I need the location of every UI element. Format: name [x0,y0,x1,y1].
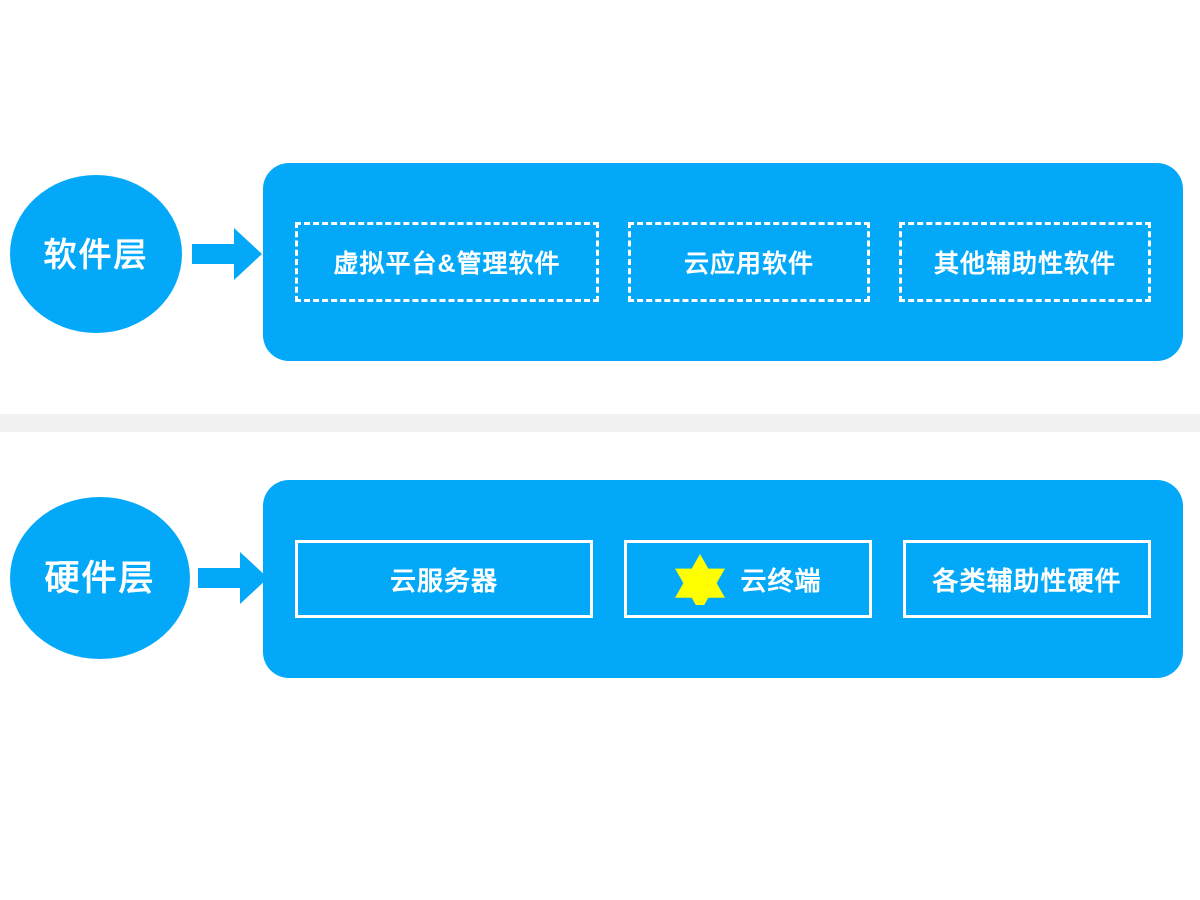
software-item-label-1: 虚拟平台&管理软件 [333,250,561,278]
right-arrow-icon [192,228,262,285]
software-item-box-1[interactable]: 虚拟平台&管理软件 [295,222,599,302]
hardware-item-label-3: 各类辅助性硬件 [932,565,1122,596]
software-item-label-3: 其他辅助性软件 [933,250,1116,278]
hardware-item-box-3[interactable]: 各类辅助性硬件 [903,540,1151,618]
hardware-layer-circle[interactable]: 硬件层 [10,497,190,659]
software-layer-panel: 虚拟平台&管理软件 云应用软件 其他辅助性软件 [263,163,1183,361]
hardware-layer-circle-label: 硬件层 [44,558,156,598]
hardware-item-label-1: 云服务器 [389,565,498,596]
hardware-item-label-2: 云终端 [740,565,822,596]
six-pointed-star-icon [674,553,726,613]
hardware-item-box-2[interactable]: 云终端 [624,540,872,618]
hardware-item-box-1[interactable]: 云服务器 [295,540,593,618]
hardware-layer-row: 硬件层 云服务器 云终端 [0,432,1200,732]
software-item-box-3[interactable]: 其他辅助性软件 [899,222,1151,302]
software-layer-row: 软件层 虚拟平台&管理软件 云应用软件 其他辅助性软件 [0,0,1200,414]
software-layer-circle[interactable]: 软件层 [10,175,182,333]
software-layer-circle-label: 软件层 [43,235,149,273]
right-arrow-icon [198,552,268,609]
section-divider [0,414,1200,432]
software-item-box-2[interactable]: 云应用软件 [628,222,870,302]
software-items-container: 虚拟平台&管理软件 云应用软件 其他辅助性软件 [263,222,1183,302]
hardware-layer-panel: 云服务器 云终端 各类辅助性硬件 [263,480,1183,678]
software-item-label-2: 云应用软件 [683,250,814,278]
hardware-items-container: 云服务器 云终端 各类辅助性硬件 [263,540,1183,618]
